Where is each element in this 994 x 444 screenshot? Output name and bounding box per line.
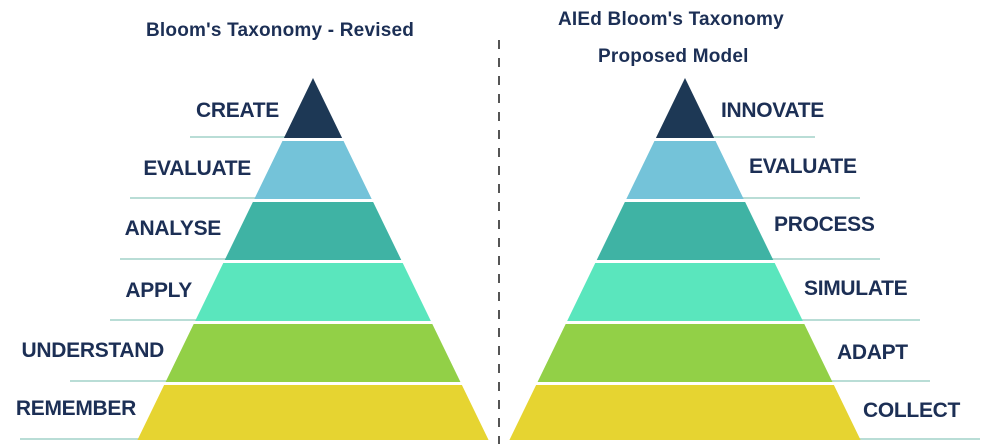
left-level-label: CREATE [196, 99, 279, 122]
right-level-label: EVALUATE [749, 155, 857, 178]
left-pyramid-tier-2 [254, 141, 372, 199]
left-pyramid-tier-4 [195, 263, 431, 321]
right-pyramid-tier-6 [509, 385, 861, 440]
left-pyramid-tier-1 [283, 78, 343, 138]
right-pyramid-tier-5 [537, 324, 833, 382]
right-pyramid-title-line2: Proposed Model [598, 46, 749, 67]
right-pyramid-title-line1: AIEd Bloom's Taxonomy [558, 9, 784, 30]
left-level-label: APPLY [125, 279, 192, 302]
right-level-label: INNOVATE [721, 99, 824, 122]
right-level-label: SIMULATE [804, 277, 908, 300]
left-level-label: ANALYSE [124, 217, 222, 240]
right-level-label: ADAPT [837, 341, 908, 364]
left-pyramid-title: Bloom's Taxonomy - Revised [146, 20, 415, 41]
right-pyramid-tier-4 [567, 263, 803, 321]
right-pyramid-tier-2 [626, 141, 744, 199]
right-pyramid [509, 78, 861, 440]
right-level-label: COLLECT [863, 399, 961, 422]
right-level-label: PROCESS [774, 213, 875, 236]
right-pyramid-tier-1 [655, 78, 715, 138]
left-level-label: UNDERSTAND [21, 339, 165, 362]
left-level-label: REMEMBER [15, 397, 136, 420]
left-pyramid-tier-5 [165, 324, 461, 382]
right-pyramid-tier-3 [596, 202, 774, 260]
left-pyramid-tier-6 [137, 385, 489, 440]
left-level-label: EVALUATE [143, 157, 251, 180]
left-pyramid-tier-3 [224, 202, 402, 260]
left-pyramid [137, 78, 489, 440]
